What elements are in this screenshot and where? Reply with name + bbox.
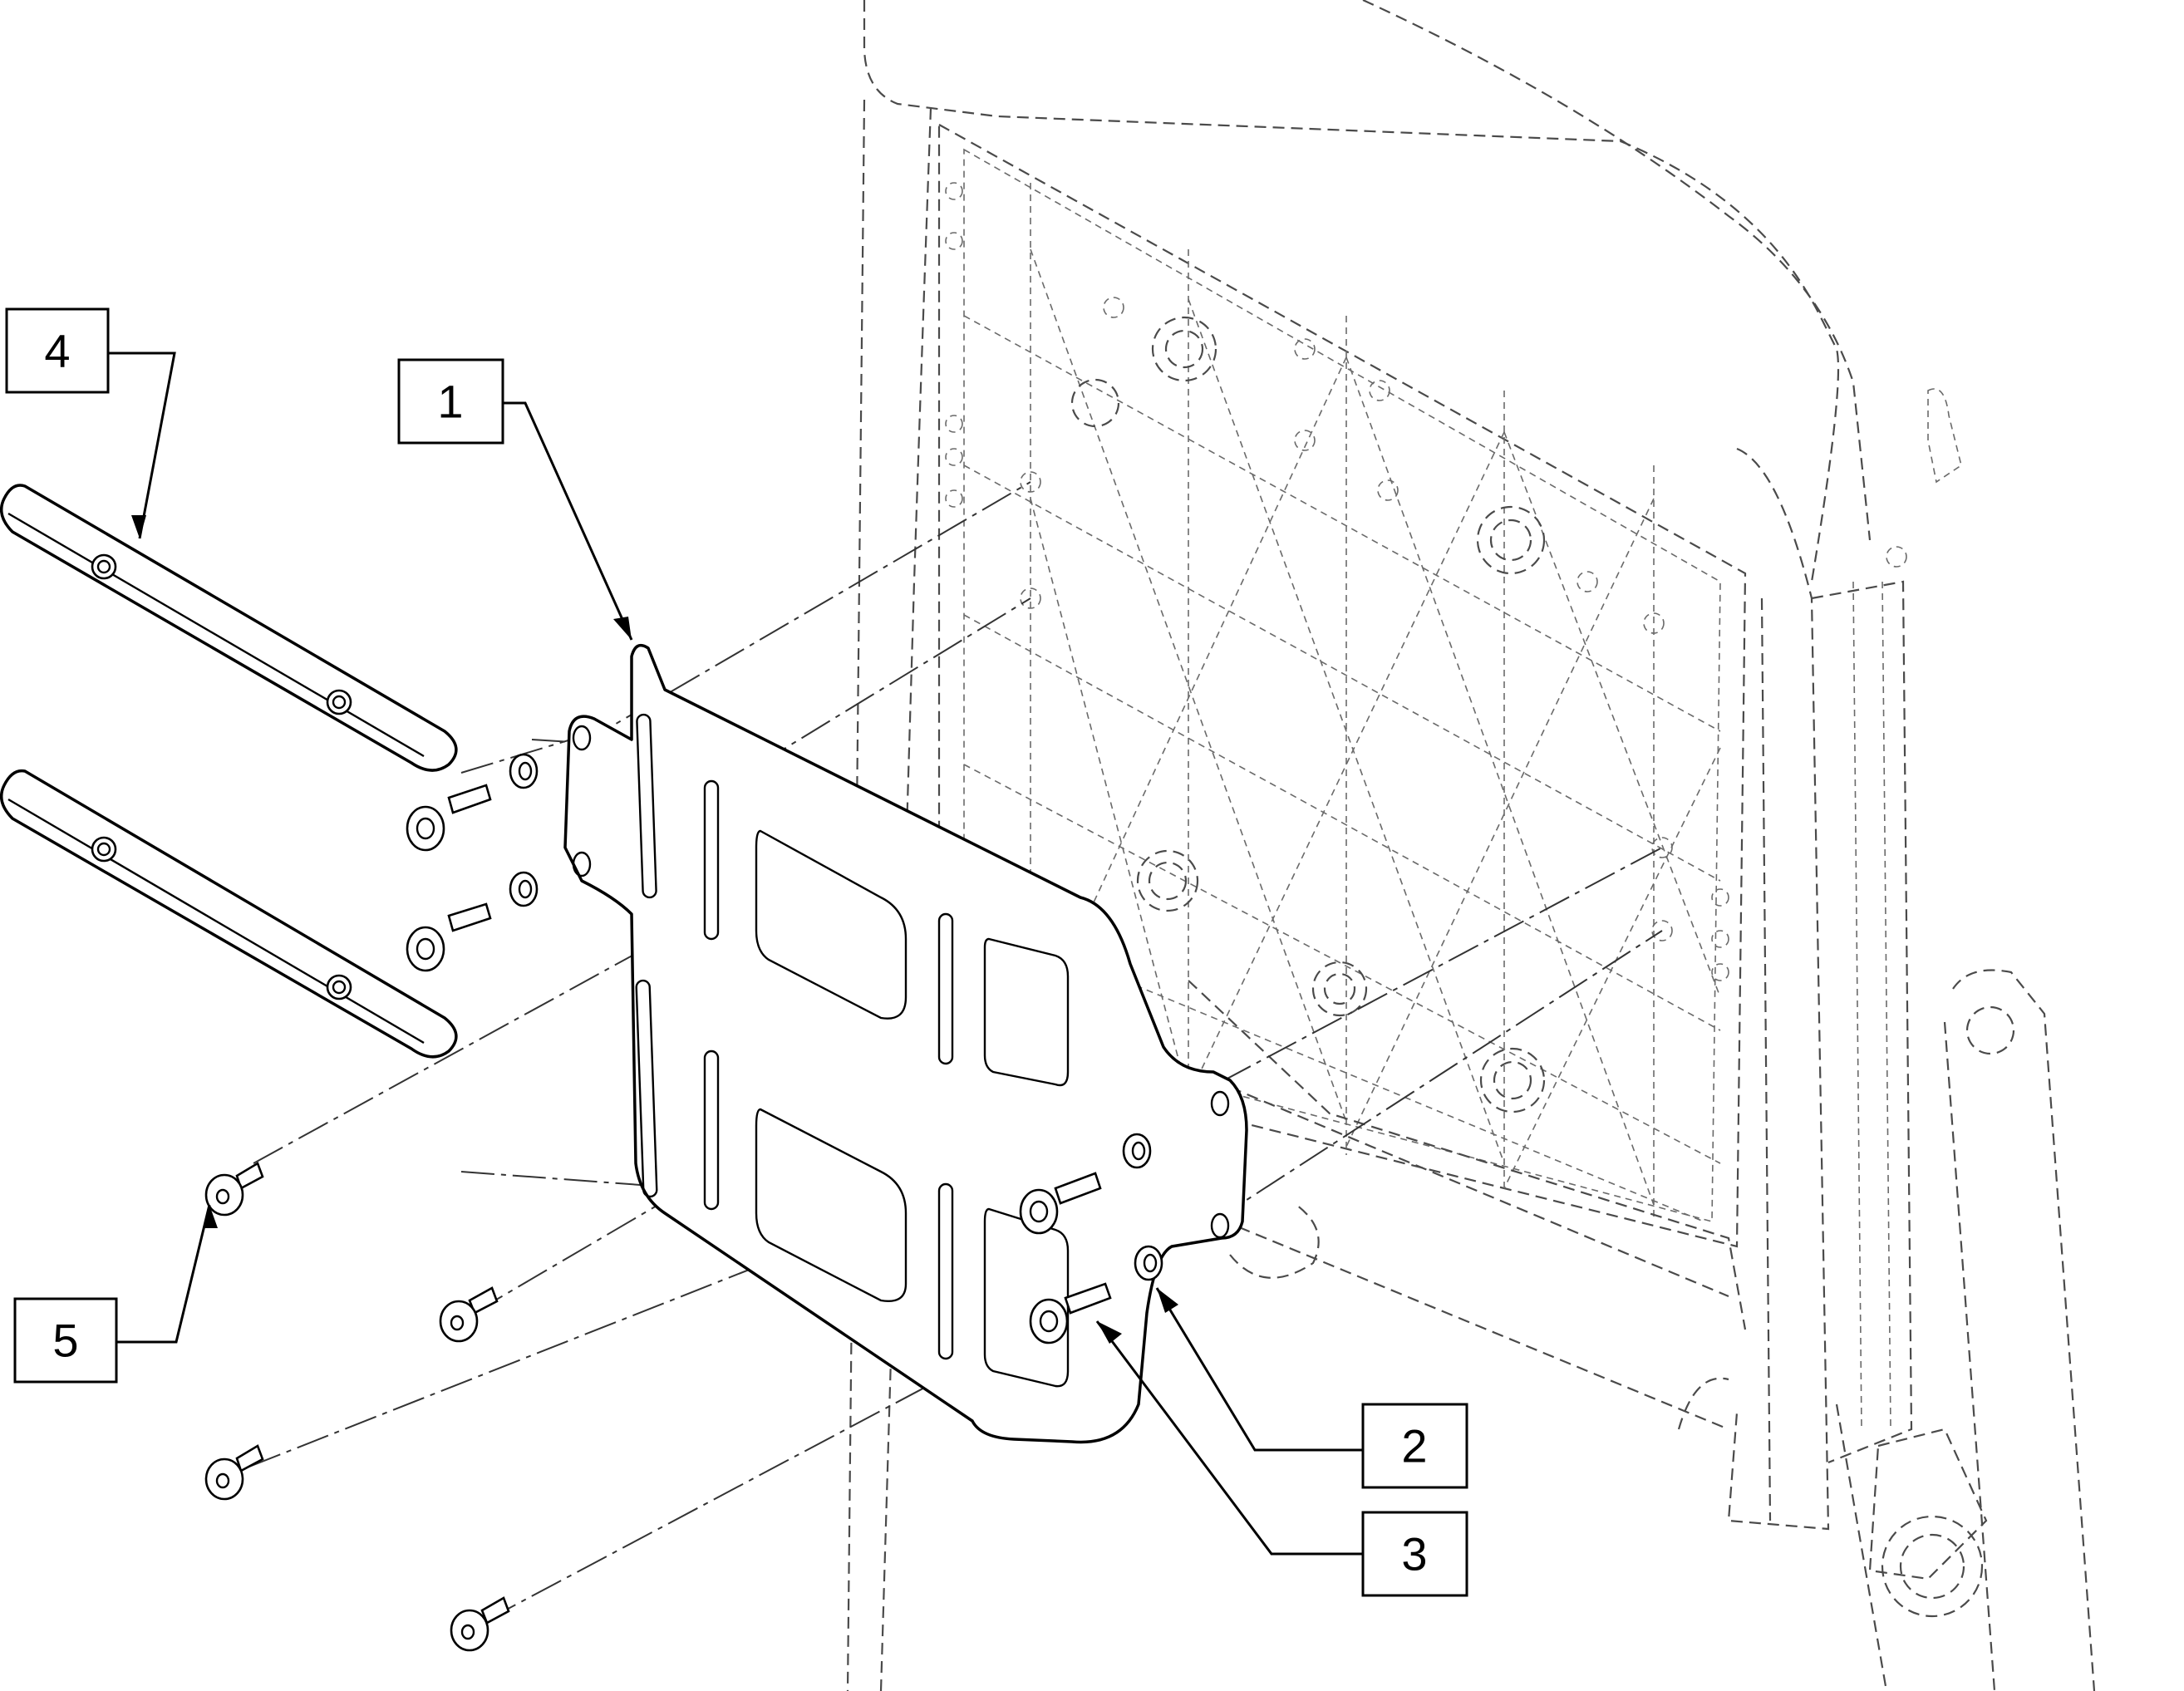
socket-head-screws	[406, 784, 1112, 1344]
callout-3: 3	[1361, 1511, 1468, 1597]
callout-1: 1	[397, 358, 504, 445]
washer	[1134, 1245, 1163, 1281]
leader-lines	[108, 351, 1363, 1556]
callout-2: 2	[1361, 1403, 1468, 1489]
callout-label: 3	[1401, 1528, 1427, 1580]
washer	[509, 753, 539, 789]
button-head-screws	[204, 1162, 510, 1652]
callout-label: 2	[1401, 1420, 1427, 1472]
socket-head-screw	[1019, 1172, 1102, 1235]
leader-line-3	[1095, 1320, 1363, 1556]
leader-line-2	[1155, 1287, 1363, 1452]
leader-line-1	[503, 401, 633, 641]
leader-arrowheads	[131, 515, 1178, 1344]
callout-4: 4	[5, 307, 110, 394]
socket-head-screw	[1029, 1282, 1112, 1344]
washers	[509, 753, 1163, 1281]
seat-back-phantom	[846, 0, 2096, 1691]
leader-line-4	[108, 351, 176, 539]
button-head-screw	[204, 1444, 264, 1501]
socket-head-screw	[406, 902, 492, 972]
button-head-screw	[439, 1286, 499, 1343]
washer	[1122, 1133, 1152, 1169]
callout-label: 4	[44, 325, 70, 377]
socket-head-screw	[406, 784, 492, 852]
mounting-rail-lower	[0, 769, 458, 1059]
mounting-rail-upper	[0, 484, 458, 772]
callout-5: 5	[13, 1297, 118, 1384]
callout-label: 5	[52, 1315, 78, 1367]
callout-label: 1	[437, 376, 463, 428]
washer	[509, 871, 539, 907]
button-head-screw	[450, 1596, 510, 1652]
mounting-bracket-plate	[563, 643, 1248, 1444]
button-head-screw	[204, 1162, 264, 1217]
leader-line-5	[116, 1204, 211, 1344]
